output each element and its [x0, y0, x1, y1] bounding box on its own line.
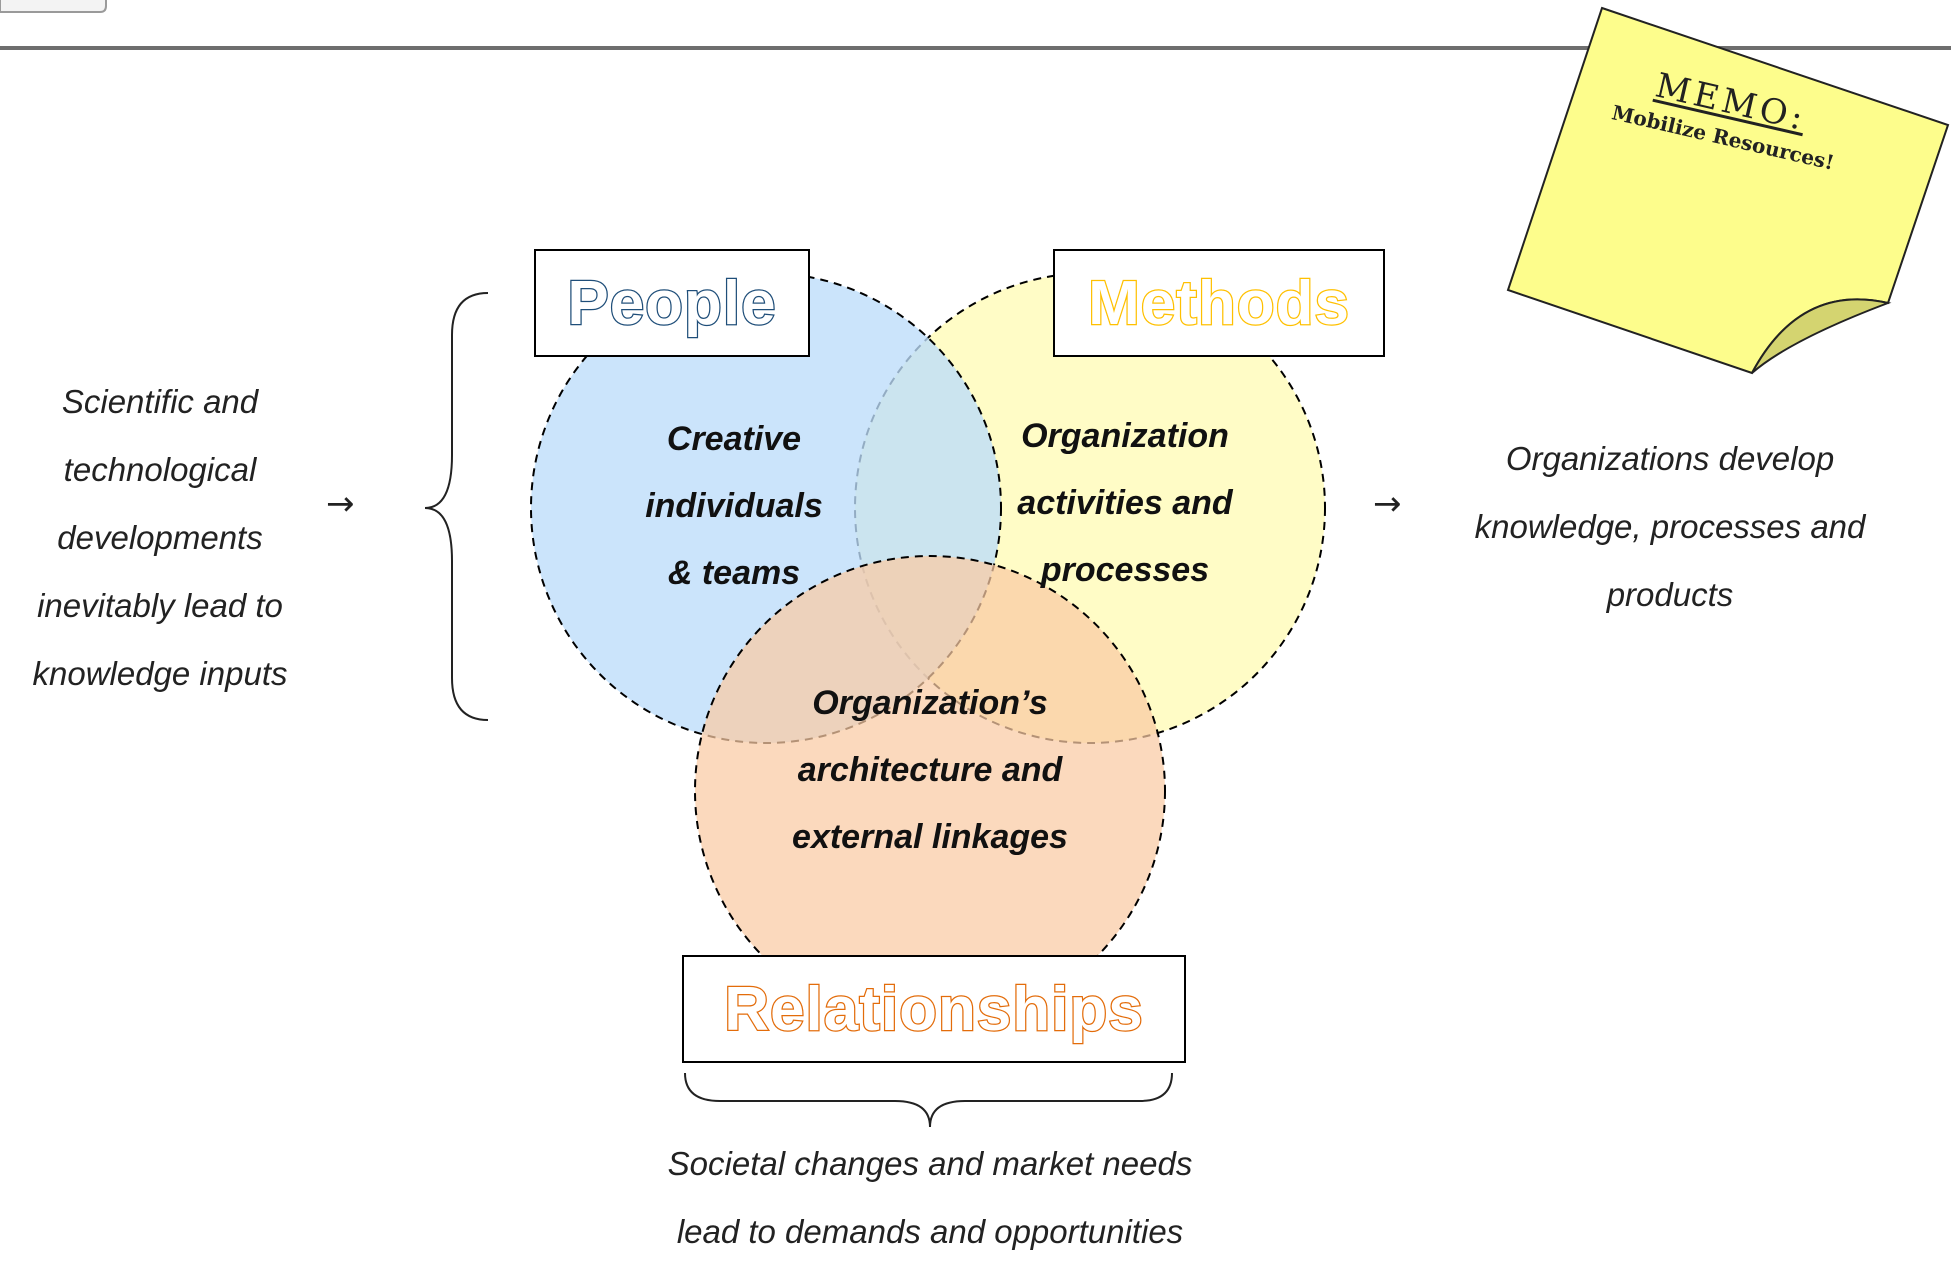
people-label-box: People	[534, 249, 810, 357]
right-text-line: knowledge, processes and	[1474, 508, 1866, 545]
left-text-line: inevitably lead to	[37, 587, 283, 624]
left-brace	[424, 292, 489, 721]
left-text-line: developments	[57, 519, 263, 556]
methods-circle-text: Organization activities and processes	[975, 403, 1275, 604]
people-text-line: & teams	[667, 554, 801, 592]
relationships-text-line: external linkages	[792, 818, 1068, 856]
people-text-line: individuals	[645, 487, 823, 525]
memo-fold	[1751, 298, 1892, 374]
relationships-text-line: architecture and	[797, 751, 1063, 789]
people-circle-text: Creative individuals & teams	[594, 406, 874, 607]
right-text-line: products	[1606, 576, 1734, 613]
left-text-line: Scientific and	[61, 383, 259, 420]
right-text-line: Organizations develop	[1505, 440, 1835, 477]
people-text-line: Creative	[666, 420, 802, 458]
relationships-label-box: Relationships	[682, 955, 1186, 1063]
left-arrow: →	[326, 484, 355, 524]
relationships-text-line: Organization’s	[812, 684, 1048, 722]
methods-text-line: activities and	[1017, 484, 1233, 522]
left-text: Scientific and technological development…	[0, 368, 320, 708]
methods-text-line: Organization	[1021, 417, 1229, 455]
top-tab-stub	[0, 0, 107, 13]
bottom-brace	[684, 1072, 1173, 1128]
memo-paper	[1506, 6, 1950, 375]
methods-label-box: Methods	[1053, 249, 1385, 357]
relationships-circle-text: Organization’s architecture and external…	[755, 670, 1105, 871]
methods-text-line: processes	[1040, 551, 1210, 589]
bottom-text-line: lead to demands and opportunities	[676, 1213, 1184, 1250]
memo-note	[1506, 6, 1950, 375]
right-arrow: →	[1373, 484, 1402, 524]
left-text-line: knowledge inputs	[32, 655, 288, 692]
left-text-line: technological	[63, 451, 257, 488]
bottom-text: Societal changes and market needs lead t…	[580, 1130, 1280, 1266]
bottom-text-line: Societal changes and market needs	[667, 1145, 1193, 1182]
right-text: Organizations develop knowledge, process…	[1430, 425, 1910, 629]
